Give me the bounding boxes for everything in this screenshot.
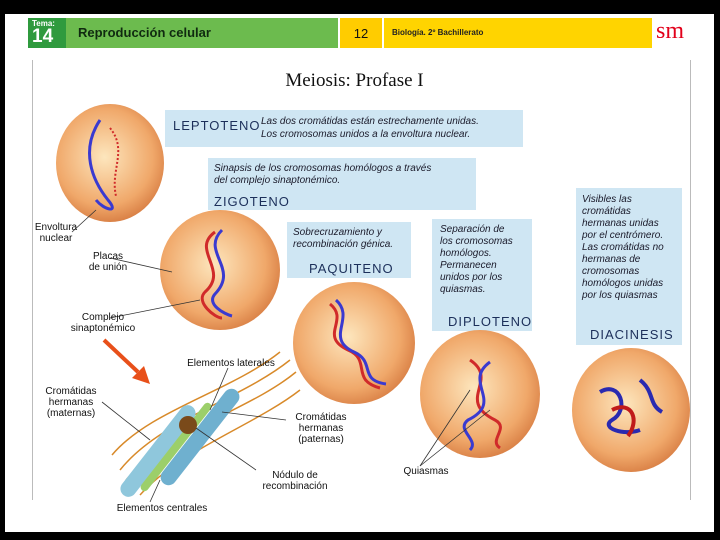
diacinesis-text-4: por el centrómero. bbox=[582, 230, 664, 241]
paquiteno-chromosome-red bbox=[328, 302, 381, 390]
label-maternas-line-2: hermanas bbox=[48, 397, 94, 408]
publisher-logo: sm bbox=[652, 18, 692, 48]
leptoteno-chromosome-loop bbox=[109, 127, 120, 197]
label-maternas-line-1: Cromátidas bbox=[45, 386, 97, 397]
zigoteno-chromosome-red bbox=[200, 230, 223, 320]
diacinesis-text-1: Visibles las bbox=[582, 194, 632, 205]
zigoteno-chromosome-blue bbox=[211, 228, 233, 318]
paquiteno-name: PAQUITENO bbox=[309, 261, 394, 276]
diacinesis-text-7: cromosomas bbox=[582, 266, 640, 277]
label-envoltura-line-1: Envoltura bbox=[34, 222, 78, 233]
diploteno-chromosome-blue bbox=[462, 360, 491, 452]
diploteno-text-6: quiasmas. bbox=[440, 284, 486, 295]
page-number-box: 12 bbox=[338, 18, 384, 48]
page-number: 12 bbox=[353, 26, 369, 41]
synaptonemal-complex-drawing bbox=[111, 351, 301, 497]
label-placas-line-2: de unión bbox=[88, 262, 128, 273]
diploteno-text-5: unidos por los bbox=[440, 272, 503, 283]
diacinesis-name: DIACINESIS bbox=[590, 327, 674, 342]
leader-lines bbox=[71, 209, 491, 503]
tema-number: 14 bbox=[32, 26, 54, 47]
diacinesis-box: Visibles las cromátidas hermanas unidas … bbox=[576, 188, 682, 345]
leptoteno-text-2: Los cromosomas unidos a la envoltura nuc… bbox=[261, 129, 471, 140]
frame-left-line bbox=[32, 60, 33, 500]
diacinesis-text-2: cromátidas bbox=[582, 206, 631, 217]
diacinesis-text-6: hermanas de bbox=[582, 254, 641, 265]
label-elementos-laterales: Elementos laterales bbox=[187, 358, 275, 369]
diploteno-text-2: los cromosomas bbox=[440, 236, 513, 247]
cell-paquiteno bbox=[293, 282, 415, 404]
page-title: Meiosis: Profase I bbox=[285, 70, 424, 91]
diploteno-text-3: homólogos. bbox=[440, 248, 492, 259]
diploteno-name: DIPLOTENO bbox=[448, 314, 533, 329]
frame-right-line bbox=[690, 60, 691, 500]
label-nodulo-line-1: Nódulo de bbox=[272, 470, 318, 481]
label-maternas-line-3: (maternas) bbox=[46, 408, 96, 419]
paquiteno-text-2: recombinación génica. bbox=[293, 239, 394, 250]
label-complejo-line-1: Complejo bbox=[81, 312, 125, 323]
diploteno-text-1: Separación de bbox=[440, 224, 505, 235]
diacinesis-chromosome-blue bbox=[598, 387, 641, 435]
leptoteno-box: LEPTOTENO Las dos cromátidas están estre… bbox=[165, 110, 523, 147]
pointer-arrow bbox=[102, 338, 140, 374]
label-envoltura-line-2: nuclear bbox=[39, 233, 73, 244]
paquiteno-chromosome-blue bbox=[334, 298, 387, 386]
publisher-logo-text: sm bbox=[656, 18, 685, 44]
diacinesis-text-3: hermanas unidas bbox=[582, 218, 659, 229]
zigoteno-text-2: del complejo sinaptonémico. bbox=[214, 175, 341, 186]
label-elementos-centrales: Elementos centrales bbox=[116, 503, 208, 514]
diploteno-box: Separación de los cromosomas homólogos. … bbox=[432, 219, 532, 331]
diploteno-text-4: Permanecen bbox=[440, 260, 497, 271]
diacinesis-text-8: homólogos unidas bbox=[582, 278, 664, 289]
label-complejo-line-2: sinaptonémico bbox=[70, 323, 136, 334]
label-paternas-line-2: hermanas bbox=[298, 423, 344, 434]
label-nodulo-recombinacion: Nódulo de recombinación bbox=[250, 470, 340, 492]
label-cromatidas-maternas: Cromátidas hermanas (maternas) bbox=[36, 386, 106, 419]
book-title: Biología. 2º Bachillerato bbox=[392, 28, 484, 37]
label-paternas-line-3: (paternas) bbox=[298, 434, 344, 445]
pointer-arrow-head bbox=[132, 366, 150, 384]
diacinesis-text-5: Las cromátidas no bbox=[582, 242, 664, 253]
unit-title: Reproducción celular bbox=[78, 25, 211, 40]
label-cromatidas-paternas: Cromátidas hermanas (paternas) bbox=[286, 412, 356, 445]
paquiteno-box: Sobrecruzamiento y recombinación génica.… bbox=[287, 222, 411, 278]
diploteno-chromosome-red bbox=[469, 358, 502, 450]
label-paternas-line-1: Cromátidas bbox=[295, 412, 347, 423]
label-quiasmas: Quiasmas bbox=[403, 466, 449, 477]
label-envoltura-nuclear: Envoltura nuclear bbox=[26, 222, 86, 244]
tema-badge: Tema: 14 bbox=[28, 18, 66, 48]
label-nodulo-line-2: recombinación bbox=[262, 481, 328, 492]
diacinesis-chromosome-blue-2 bbox=[638, 378, 664, 414]
leptoteno-chromosome bbox=[88, 119, 114, 211]
leptoteno-name: LEPTOTENO bbox=[173, 118, 261, 133]
diacinesis-text-9: por los quiasmas bbox=[582, 290, 658, 301]
cell-diploteno bbox=[420, 330, 540, 458]
label-placas-line-1: Placas bbox=[92, 251, 123, 262]
paquiteno-text-1: Sobrecruzamiento y bbox=[293, 227, 382, 238]
zigoteno-text-1: Sinapsis de los cromosomas homólogos a t… bbox=[214, 163, 432, 174]
label-complejo-sinaptonemico: Complejo sinaptonémico bbox=[58, 312, 148, 334]
diacinesis-chromosome-red bbox=[611, 405, 636, 438]
zigoteno-name: ZIGOTENO bbox=[214, 194, 290, 209]
book-title-bar: Biología. 2º Bachillerato bbox=[384, 18, 652, 48]
tema-label: Tema: bbox=[32, 19, 55, 28]
label-placas-de-union: Placas de unión bbox=[76, 251, 140, 273]
zigoteno-box: Sinapsis de los cromosomas homólogos a t… bbox=[208, 158, 476, 210]
leptoteno-text-1: Las dos cromátidas están estrechamente u… bbox=[261, 116, 479, 127]
unit-title-bar: Reproducción celular bbox=[66, 18, 338, 48]
